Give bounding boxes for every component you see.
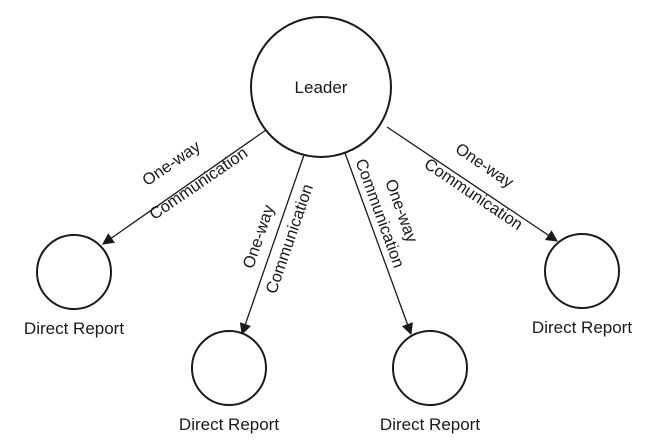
edge-arrow-1 bbox=[102, 129, 267, 245]
edge-label-2-line2: Communication bbox=[263, 182, 317, 296]
direct-report-circle-4 bbox=[544, 233, 620, 309]
edge-arrow-2 bbox=[239, 154, 305, 336]
direct-report-label-4: Direct Report bbox=[532, 318, 632, 337]
leader-circle bbox=[250, 16, 392, 158]
edge-label-1: One-way Communication bbox=[139, 137, 251, 224]
edge-label-2: One-way Communication bbox=[240, 182, 317, 296]
direct-report-node-1: Direct Report bbox=[24, 234, 124, 338]
direct-report-node-2: Direct Report bbox=[179, 330, 279, 434]
direct-report-circle-1 bbox=[36, 234, 112, 310]
leader-node: Leader bbox=[250, 16, 392, 158]
direct-report-label-3: Direct Report bbox=[380, 415, 480, 434]
direct-report-circle-2 bbox=[191, 330, 267, 406]
direct-report-node-4: Direct Report bbox=[532, 233, 632, 337]
direct-report-label-2: Direct Report bbox=[179, 415, 279, 434]
direct-report-node-3: Direct Report bbox=[380, 330, 480, 434]
direct-report-label-1: Direct Report bbox=[24, 319, 124, 338]
edge-arrow-4 bbox=[386, 126, 558, 242]
direct-report-circle-3 bbox=[392, 330, 468, 406]
edge-label-4: One-way Communication bbox=[421, 140, 526, 234]
leader-label: Leader bbox=[295, 78, 348, 97]
edge-label-3: Communication One-way bbox=[351, 156, 421, 270]
edge-arrow-3 bbox=[344, 152, 413, 336]
